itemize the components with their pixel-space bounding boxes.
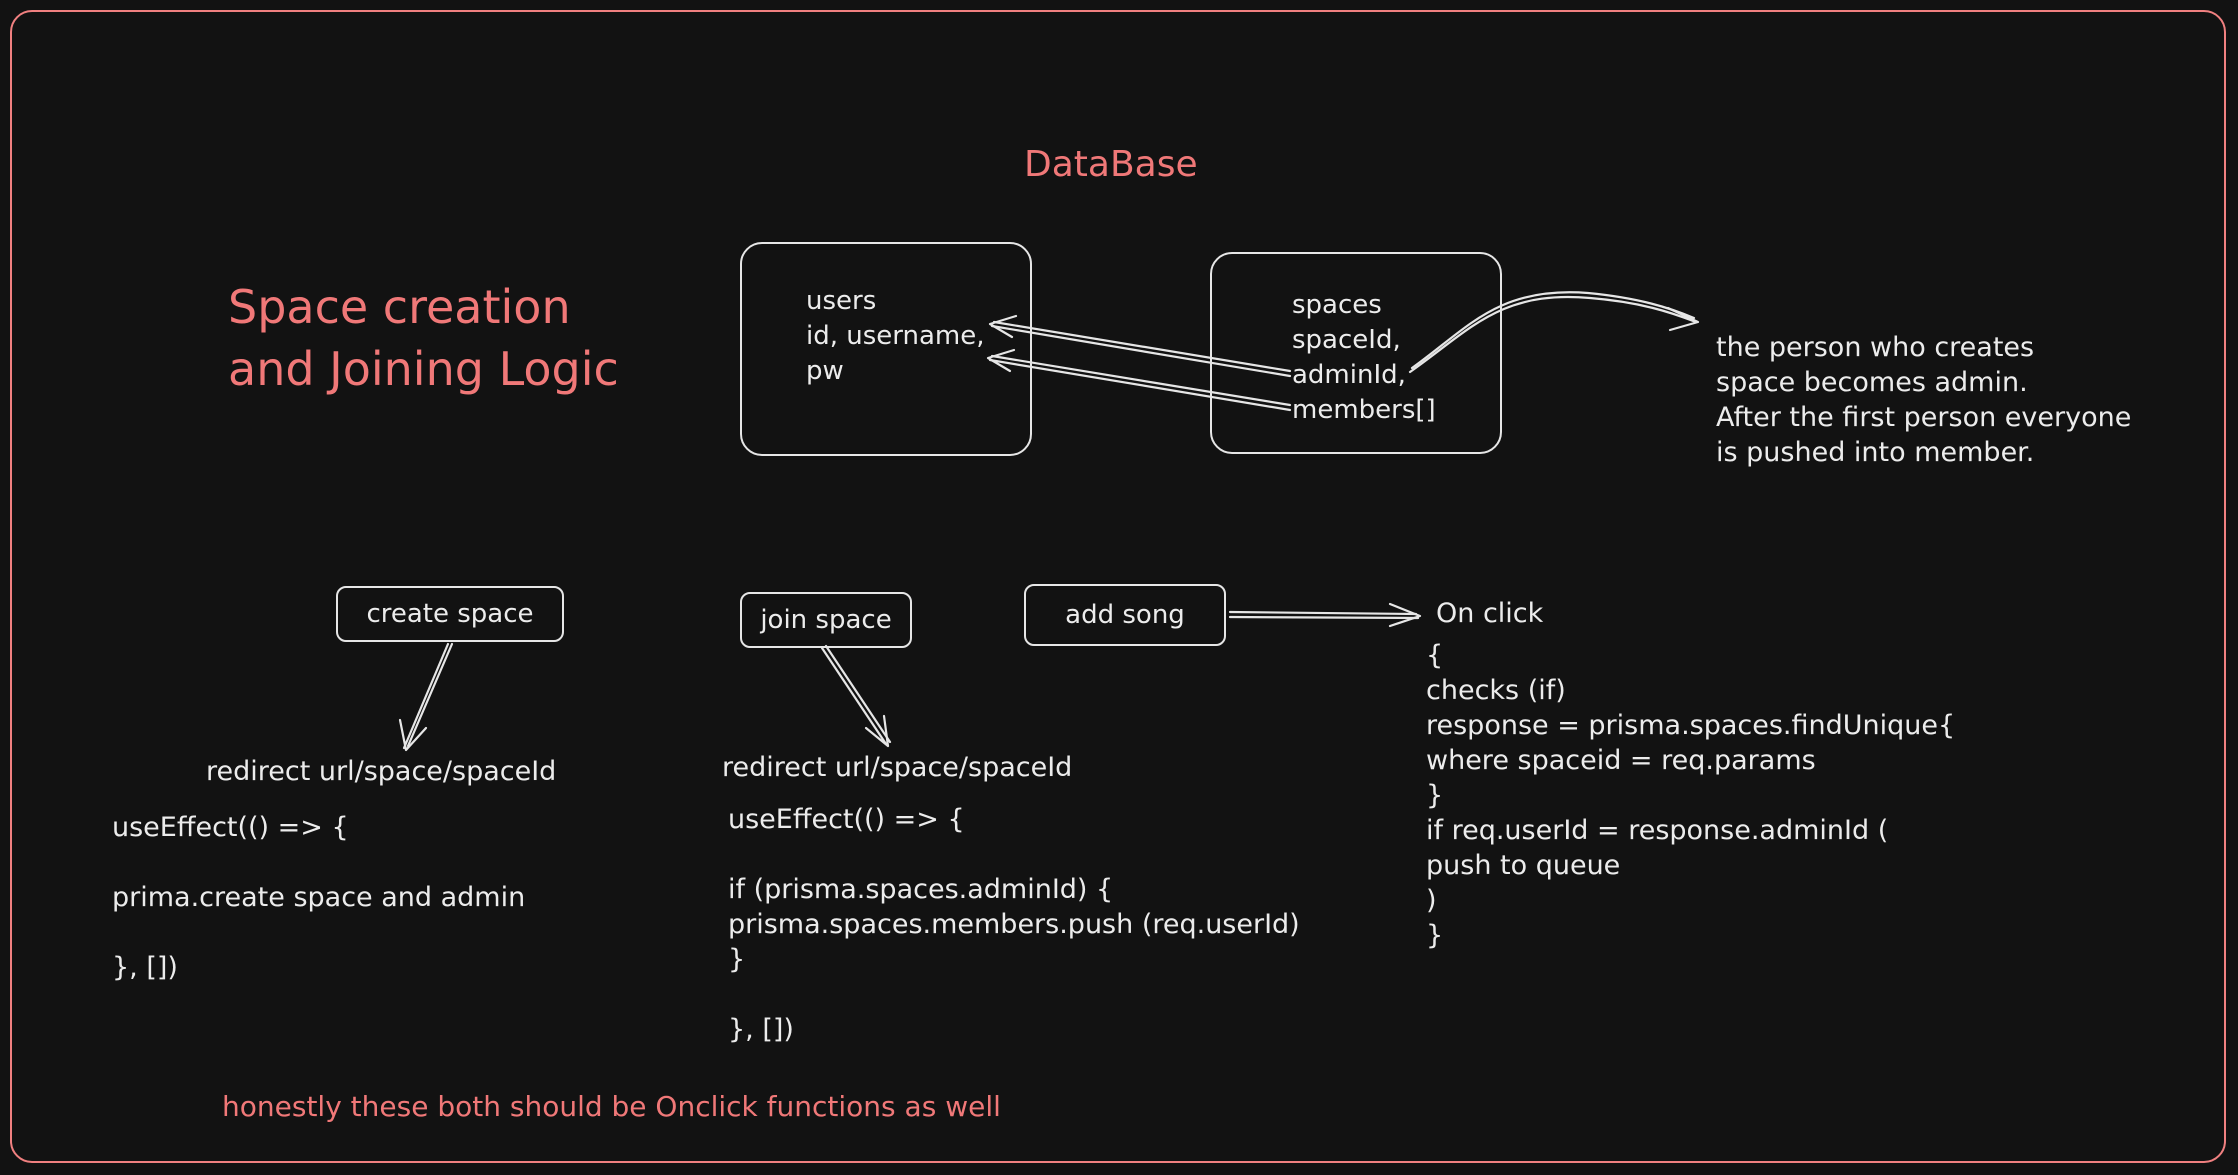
- users-box-line1: users: [806, 286, 877, 316]
- spaces-to-note-arrow: [1408, 295, 1698, 374]
- join-redirect-text: redirect url/space/spaceId: [722, 752, 1073, 783]
- create-effect-code: useEffect(() => { prima.create space and…: [112, 812, 526, 983]
- spaces-box-line2: spaceId,: [1292, 325, 1401, 355]
- add-song-button[interactable]: add song: [1024, 584, 1226, 646]
- users-box-line3: pw: [806, 356, 844, 386]
- footer-note: honestly these both should be Onclick fu…: [222, 1090, 1001, 1123]
- add-song-code: { checks (if) response = prisma.spaces.f…: [1426, 640, 1956, 951]
- join-space-arrow: [820, 646, 888, 746]
- canvas-frame: [10, 10, 2226, 1163]
- spaces-box-line4: members[]: [1292, 395, 1436, 425]
- spaces-box-line1: spaces: [1292, 290, 1382, 320]
- on-click-label: On click: [1436, 598, 1544, 629]
- users-box-line2: id, username,: [806, 321, 985, 351]
- spaces-table-box[interactable]: [1210, 252, 1502, 454]
- spaces-box-line3: adminId,: [1292, 360, 1406, 390]
- join-effect-code: useEffect(() => { if (prisma.spaces.admi…: [728, 804, 1300, 1045]
- create-redirect-text: redirect url/space/spaceId: [206, 756, 557, 787]
- database-label: DataBase: [1024, 144, 1198, 185]
- admin-note: the person who creates space becomes adm…: [1716, 332, 2132, 468]
- add-song-arrow: [1228, 610, 1418, 616]
- create-space-button[interactable]: create space: [336, 586, 564, 642]
- members-to-users-arrow: [988, 358, 1292, 412]
- create-space-arrow: [406, 642, 454, 748]
- users-table-box[interactable]: [740, 242, 1032, 456]
- adminid-to-users-arrow: [990, 324, 1292, 378]
- diagram-title: Space creation and Joining Logic: [228, 280, 619, 396]
